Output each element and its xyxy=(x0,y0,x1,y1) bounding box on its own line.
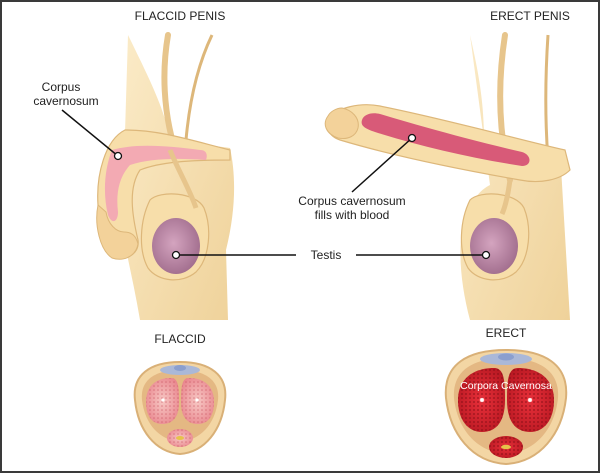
erect-testis xyxy=(470,218,518,274)
testis-callout: Testis xyxy=(171,248,491,262)
testis-label: Testis xyxy=(311,248,342,262)
corpora-cavernosa-label: Corpora Cavernosa xyxy=(460,380,552,392)
flaccid-section-label: FLACCID xyxy=(154,332,206,346)
fills-with-blood-label-line2: fills with blood xyxy=(315,208,390,222)
corpus-cavernosum-callout: Corpus cavernosum xyxy=(33,80,123,161)
callout-dot xyxy=(171,250,181,260)
erect-penis-title: ERECT PENIS xyxy=(490,9,570,23)
erect-penis-illustration xyxy=(324,32,571,320)
callout-dot xyxy=(113,151,123,161)
fills-with-blood-label-line1: Corpus cavernosum xyxy=(298,194,405,208)
callout-line xyxy=(351,137,413,193)
corpus-cavernosum-label-line2: cavernosum xyxy=(33,94,98,108)
flaccid-penis-illustration xyxy=(96,32,235,320)
corpus-cavernosum-label-line1: Corpus xyxy=(42,80,81,94)
flaccid-penis-title: FLACCID PENIS xyxy=(135,9,226,23)
callout-line xyxy=(61,109,119,157)
fills-with-blood-callout: Corpus cavernosum fills with blood xyxy=(298,133,417,222)
callout-dot xyxy=(407,133,417,143)
flaccid-testis xyxy=(152,218,200,274)
callout-dot xyxy=(481,250,491,260)
erect-section-label: ERECT xyxy=(486,326,527,340)
erect-cross-section: Corpora Cavernosa xyxy=(444,348,568,466)
flaccid-cross-section xyxy=(133,360,227,456)
